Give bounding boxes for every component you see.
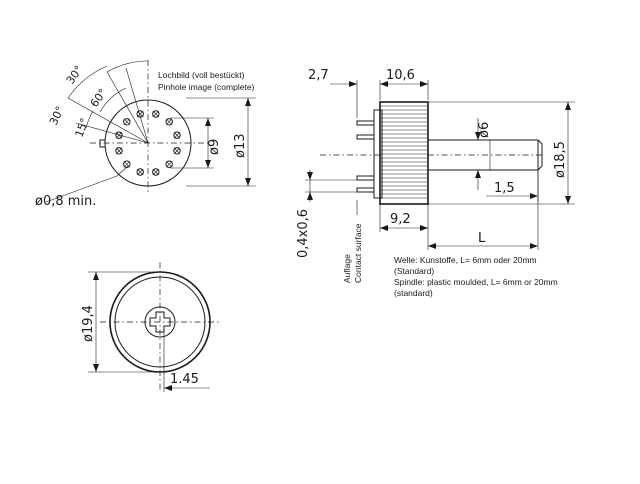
arrow-92-right: [420, 225, 428, 231]
pin-hole: [115, 131, 123, 139]
label-auflage: Auflage: [342, 254, 352, 283]
arc-30-top: [106, 60, 149, 73]
pinhole-tab: [99, 139, 105, 148]
pin-hole-mark: [115, 147, 123, 154]
arrow-dia13-top: [245, 98, 251, 106]
pin-hole: [173, 147, 181, 155]
pinhole-view: 30° 60° 30° 15° ø0,8 min. Lochbild (voll…: [35, 60, 256, 209]
label-dim-2-7: 2,7: [308, 68, 329, 83]
pin-2: [356, 134, 375, 140]
arrow-106-right: [420, 81, 428, 87]
arrow-dia194-top: [93, 272, 99, 280]
arrow-dia13-bottom: [245, 178, 251, 186]
arc-15: [85, 110, 94, 129]
pin-hole: [165, 160, 173, 168]
pin-hole: [173, 131, 181, 139]
arrow-145: [164, 385, 172, 391]
arrow-dia185-bottom: [565, 196, 571, 204]
label-dim-0-4x0-6: 0,4x0,6: [296, 209, 311, 258]
pin-hole-mark: [123, 161, 130, 168]
pin-hole-mark: [137, 168, 144, 176]
arrow-dia185-top: [565, 102, 571, 110]
pin-hole: [123, 118, 131, 126]
contact-pins: [356, 120, 375, 193]
note-welle-de: Welle: Kunstoffe, L= 6mm oder 20mm: [394, 255, 537, 265]
angle-line-c: [75, 122, 149, 144]
label-dim-1-5: 1,5: [494, 181, 515, 196]
label-hole-diameter: ø0,8 min.: [35, 194, 96, 209]
label-contact-surface: Contact surface: [353, 223, 363, 283]
label-angle-30-top: 30°: [64, 63, 86, 86]
hole-leader: [116, 165, 129, 177]
knob-body: [379, 101, 429, 205]
label-dim-L: L: [478, 231, 486, 246]
note-spindle-en-std: (standard): [394, 288, 433, 298]
angle-line-d: [125, 67, 149, 144]
arrowheads: [93, 81, 571, 391]
label-angle-30-left: 30°: [47, 104, 67, 127]
angle-line-a: [106, 71, 149, 144]
arrow-27: [349, 81, 357, 87]
pin-4: [356, 187, 375, 193]
label-dia-18-5: ø18,5: [553, 141, 568, 178]
pin-hole: [152, 168, 160, 176]
arrow-106-left: [380, 81, 388, 87]
arc-60: [99, 87, 127, 113]
base-plate: [373, 109, 383, 199]
label-dia-6: ø6: [477, 122, 492, 138]
knob-ribs: [380, 105, 428, 199]
pin-hole: [115, 147, 123, 155]
arrow-dia9-bottom: [205, 160, 211, 168]
label-dim-1-45: 1.45: [170, 372, 199, 387]
pin-hole-mark: [152, 168, 159, 176]
pin-holes: [115, 110, 181, 176]
arc-30-left: [67, 65, 108, 99]
arrow-L-right: [530, 243, 538, 249]
pin-hole-mark: [123, 118, 130, 125]
note-spindle-en: Spindle: plastic moulded, L= 6mm or 20mm: [394, 277, 558, 287]
pin-hole: [136, 168, 144, 176]
side-view: 2,7 10,6 ø6 ø18,5 1,5 9,2 L 0,4x0,6 Au: [296, 68, 575, 298]
pin-hole: [165, 118, 173, 126]
arrow-dia6-top: [475, 132, 481, 140]
label-angle-60: 60°: [88, 86, 110, 109]
note-welle-de-std: (Standard): [394, 266, 434, 276]
pin-hole-mark: [173, 132, 181, 139]
hole-leader-underline: [45, 175, 118, 203]
front-view: ø19,4 1.45: [81, 262, 220, 392]
label-dia-9: ø9: [207, 139, 222, 155]
pin-hole-mark: [166, 161, 173, 168]
spindle-slot-cross: [149, 311, 171, 333]
label-dia-19-4: ø19,4: [81, 305, 96, 342]
arrow-dia9-top: [205, 118, 211, 126]
label-dim-9-2: 9,2: [390, 212, 411, 227]
pin-hole: [152, 110, 160, 118]
label-dia-13: ø13: [233, 134, 248, 159]
arrow-15: [530, 193, 538, 199]
pin-3: [356, 175, 375, 181]
pin-hole-mark: [137, 110, 144, 118]
pin-1: [356, 120, 375, 126]
label-angle-15: 15°: [73, 116, 92, 139]
pin-hole-mark: [152, 110, 159, 118]
arrow-dia194-bottom: [93, 364, 99, 372]
label-dim-10-6: 10,6: [386, 68, 415, 83]
arrow-dia6-bottom: [475, 170, 481, 178]
arrow-0406-bottom: [307, 192, 313, 200]
note-lochbild-en: Pinhole image (complete): [158, 82, 255, 92]
spindle-tip: [537, 139, 543, 171]
arrow-0406-top: [307, 172, 313, 180]
note-lochbild-de: Lochbild (voll bestückt): [158, 70, 245, 80]
angle-line-b: [67, 97, 149, 144]
pin-hole-mark: [166, 118, 173, 125]
pin-hole-mark: [173, 147, 181, 154]
arrow-92-left: [380, 225, 388, 231]
arrow-L-left: [428, 243, 436, 249]
